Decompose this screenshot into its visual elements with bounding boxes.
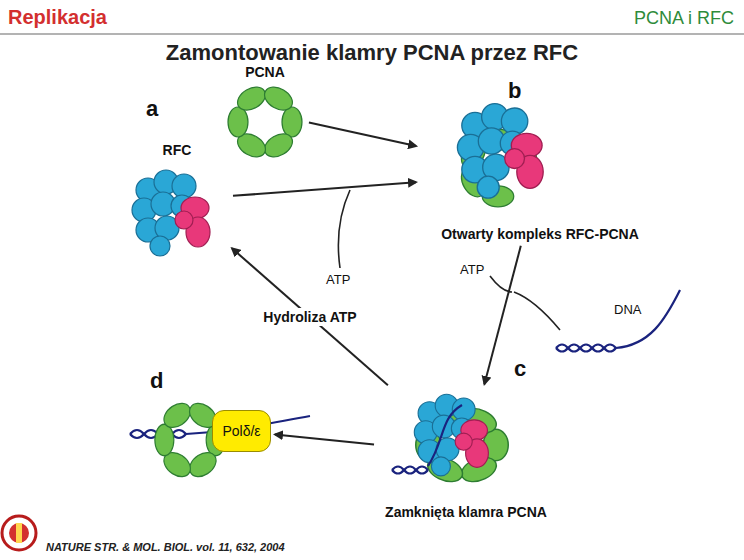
protein-group: PCNA xyxy=(225,64,305,162)
header-topic: PCNA i RFC xyxy=(634,8,734,29)
polymerase-box: Polδ/ε xyxy=(212,410,271,452)
edge-label: Hydroliza ATP xyxy=(260,308,359,326)
panel-letter: a xyxy=(146,96,158,122)
molecule-label: ATP xyxy=(326,272,350,287)
protein-group: Otwarty kompleks RFC-PCNA xyxy=(420,104,660,242)
molecule-label: ATP xyxy=(460,262,484,277)
complex-label: RFC xyxy=(125,142,229,158)
reaction-arrow xyxy=(309,123,416,146)
complex-label: Otwarty kompleks RFC-PCNA xyxy=(420,226,660,242)
reaction-arrow xyxy=(275,434,374,444)
header-title: Replikacja xyxy=(8,6,107,29)
enzyme-name: Polδ/ε xyxy=(222,423,260,439)
reaction-arrow xyxy=(233,182,416,196)
protein-group: RFC xyxy=(125,142,229,258)
panel-letter: c xyxy=(514,356,526,382)
complex-label: PCNA xyxy=(225,64,305,80)
protein-group: Zamknięta klamra PCNA xyxy=(378,388,554,520)
molecule-label: DNA xyxy=(614,302,641,317)
title: Zamontowanie klamry PCNA przez RFC xyxy=(0,40,744,66)
reaction-arrow xyxy=(232,248,388,385)
panel-letter: d xyxy=(150,368,163,394)
panel-letter: b xyxy=(508,78,521,104)
complex-label: Zamknięta klamra PCNA xyxy=(378,504,554,520)
caption: NATURE STR. & MOL. BIOL. vol. 11, 632, 2… xyxy=(46,541,285,553)
